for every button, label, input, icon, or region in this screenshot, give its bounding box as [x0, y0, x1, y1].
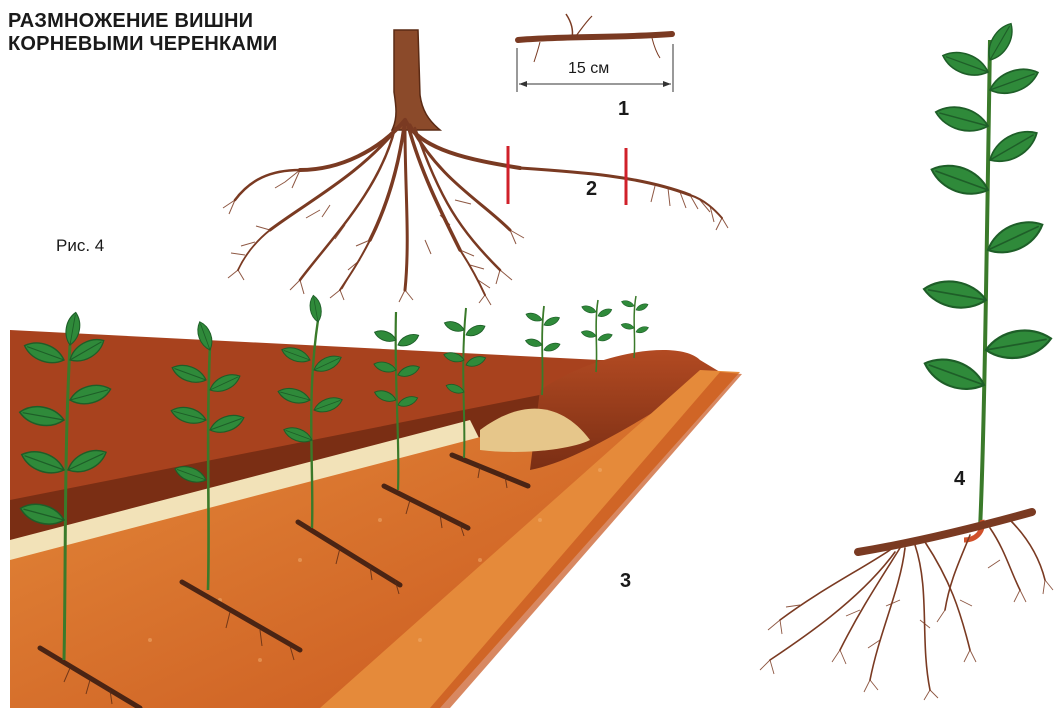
title-line-1: РАЗМНОЖЕНИЕ ВИШНИ: [8, 10, 278, 33]
grown-seedling-step-4: [760, 19, 1053, 700]
illustration-title: РАЗМНОЖЕНИЕ ВИШНИ КОРНЕВЫМИ ЧЕРЕНКАМИ: [8, 10, 278, 56]
planting-bed-step-3: [10, 294, 742, 708]
title-line-2: КОРНЕВЫМИ ЧЕРЕНКАМИ: [8, 33, 278, 56]
step-label-2: 2: [586, 178, 597, 201]
step-label-3: 3: [620, 570, 631, 593]
figure-label: Рис. 4: [56, 236, 104, 256]
root-system-step-2: [223, 30, 728, 305]
measurement-label: 15 см: [568, 60, 609, 78]
root-cutting-step-1: [517, 14, 673, 92]
step-label-1: 1: [618, 98, 629, 121]
step-label-4: 4: [954, 468, 965, 491]
